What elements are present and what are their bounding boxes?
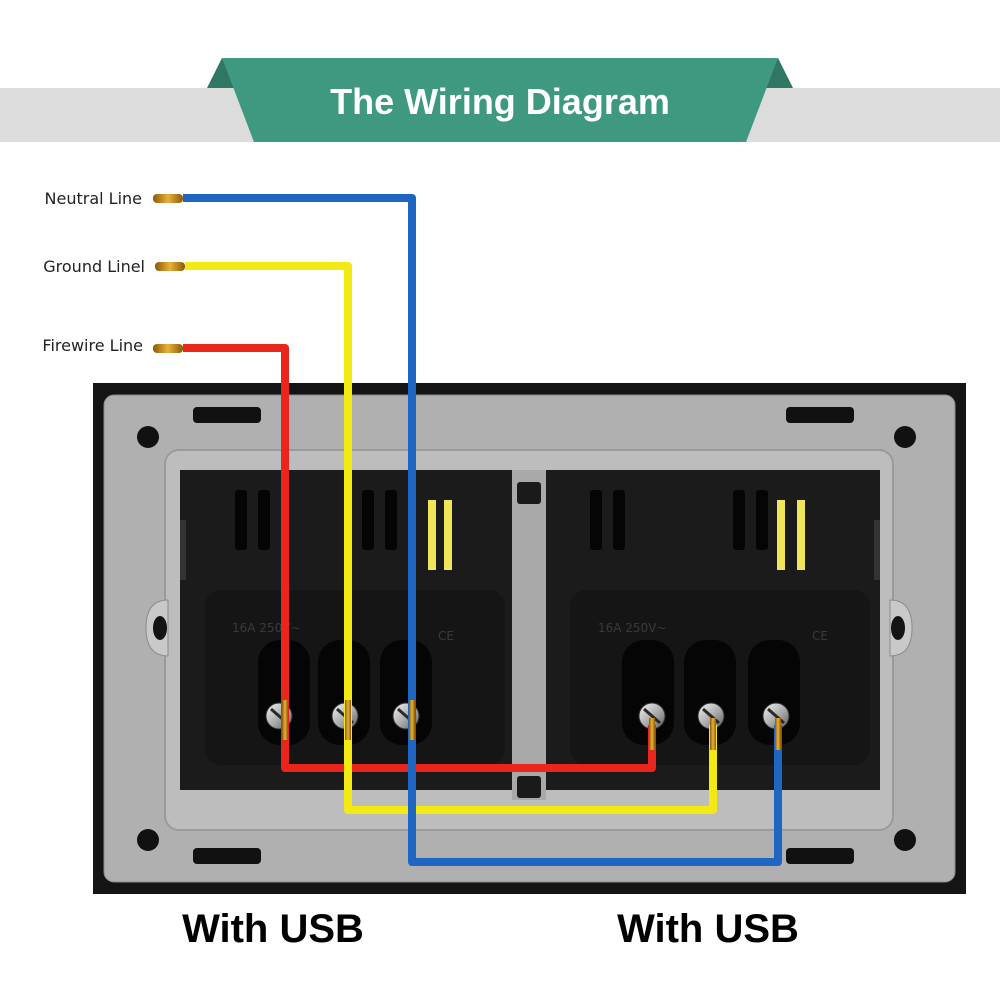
side-slot-left [153, 616, 167, 640]
screw-slot [767, 707, 785, 725]
terminal-wire-tip [345, 700, 351, 740]
terminal-wire-tip [409, 700, 415, 740]
clip [193, 407, 261, 423]
wire-tip [153, 194, 183, 203]
clip [193, 848, 261, 864]
mount-hole [894, 829, 916, 851]
screw-slot [643, 707, 661, 725]
neutral-line-label: Neutral Line [45, 189, 142, 208]
terminal-wire-tip [710, 718, 716, 750]
neutral-wire [183, 194, 782, 866]
wire-tip [153, 344, 183, 353]
rating-embossed: 16A 250V~ [598, 621, 666, 635]
fire-line-label: Firewire Line [42, 336, 143, 355]
socket-caption-left: With USB [182, 907, 364, 951]
socket-caption-right: With USB [617, 907, 799, 951]
ground-wire [185, 262, 717, 814]
side-slot-right [891, 616, 905, 640]
title-banner [222, 58, 778, 142]
center-divider [512, 470, 546, 800]
ce-mark: CE [812, 629, 828, 643]
mount-hole [137, 426, 159, 448]
ground-line-label: Ground Linel [43, 257, 145, 276]
fire-wire [183, 344, 656, 772]
rating-embossed: 16A 250V~ [232, 621, 300, 635]
screw-slot [702, 707, 720, 725]
terminal-wire-tip [649, 718, 655, 750]
clip [786, 848, 854, 864]
page-title: The Wiring Diagram [330, 81, 670, 122]
ce-mark: CE [438, 629, 454, 643]
terminal-wire-tip [282, 700, 288, 740]
mount-hole [137, 829, 159, 851]
clip [786, 407, 854, 423]
mount-hole [894, 426, 916, 448]
divider-clip [517, 482, 541, 504]
divider-clip [517, 776, 541, 798]
wire-tip [155, 262, 185, 271]
terminal-wire-tip [775, 718, 781, 750]
